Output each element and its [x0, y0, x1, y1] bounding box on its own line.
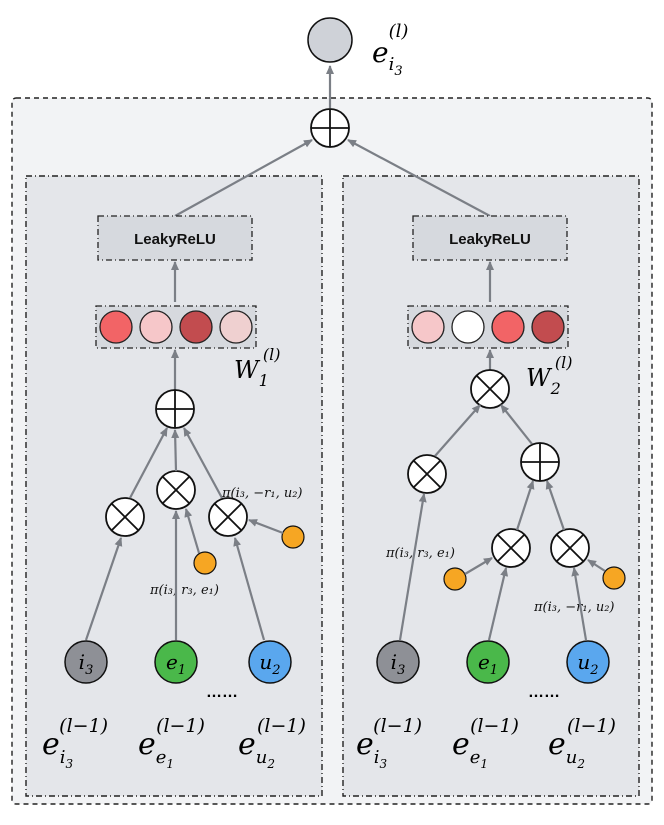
- left-node-i3-label: i3: [79, 650, 94, 678]
- left-node-i3: [64, 640, 108, 684]
- left-product-op-3: [208, 497, 248, 537]
- left-vector-element-3: [179, 310, 213, 344]
- left-activation-label: LeakyReLU: [134, 231, 216, 248]
- right-vector-element-3: [491, 310, 525, 344]
- right-relation-node-1: [443, 567, 467, 591]
- left-vector-element-4: [219, 310, 253, 344]
- right-path-label-2: π(i₃, −r₁, u₂): [533, 600, 615, 615]
- right-node-e1-label: e1: [478, 650, 498, 678]
- left-ellipsis: ……: [206, 684, 238, 701]
- right-embedding-2: ee1(l−1): [452, 715, 519, 771]
- right-node-i3-label: i3: [391, 650, 406, 678]
- left-product-op-1: [105, 497, 145, 537]
- left-vector-element-2: [139, 310, 173, 344]
- right-activation-label: LeakyReLU: [449, 231, 531, 248]
- right-path-label-1: π(i₃, r₃, e₁): [385, 546, 455, 561]
- right-weight-label: W2(l): [526, 353, 572, 398]
- right-vector-element-2: [451, 310, 485, 344]
- left-path-label-1: π(i₃, r₃, e₁): [149, 583, 219, 598]
- right-sum-op: [520, 442, 560, 482]
- right-node-i3: [376, 640, 420, 684]
- right-vector-element-1: [411, 310, 445, 344]
- left-embedding-1: ei3(l−1): [42, 715, 108, 771]
- left-embedding-3: eu2(l−1): [238, 715, 306, 771]
- left-node-e1: [154, 640, 198, 684]
- left-vector-element-1: [99, 310, 133, 344]
- right-product-op-left: [407, 454, 447, 494]
- top-sum-op: [310, 108, 350, 148]
- right-relation-node-2: [602, 566, 626, 590]
- right-vector-element-4: [531, 310, 565, 344]
- output-label: ei3(l): [372, 21, 408, 79]
- left-node-u2: [248, 640, 292, 684]
- left-node-e1-label: e1: [166, 650, 186, 678]
- left-embedding-2: ee1(l−1): [138, 715, 205, 771]
- left-sum-op: [155, 389, 195, 429]
- right-node-u2: [566, 640, 610, 684]
- left-relation-node-1: [193, 551, 217, 575]
- right-product-op-right: [550, 528, 590, 568]
- right-embedding-3: eu2(l−1): [548, 715, 616, 771]
- right-node-u2-label: u2: [577, 650, 598, 678]
- left-weight-label: W1(l): [234, 345, 280, 390]
- left-product-op-2: [156, 470, 196, 510]
- right-activation-box: [412, 215, 568, 261]
- output-node: [307, 17, 353, 63]
- left-relation-node-2: [281, 525, 305, 549]
- left-path-label-2: π(i₃, −r₁, u₂): [221, 486, 303, 501]
- right-ellipsis: ……: [528, 684, 560, 701]
- right-product-op-top: [470, 369, 510, 409]
- left-node-u2-label: u2: [259, 650, 280, 678]
- right-node-e1: [466, 640, 510, 684]
- left-activation-box: [97, 215, 253, 261]
- right-embedding-1: ei3(l−1): [356, 715, 422, 771]
- right-product-op-mid: [491, 528, 531, 568]
